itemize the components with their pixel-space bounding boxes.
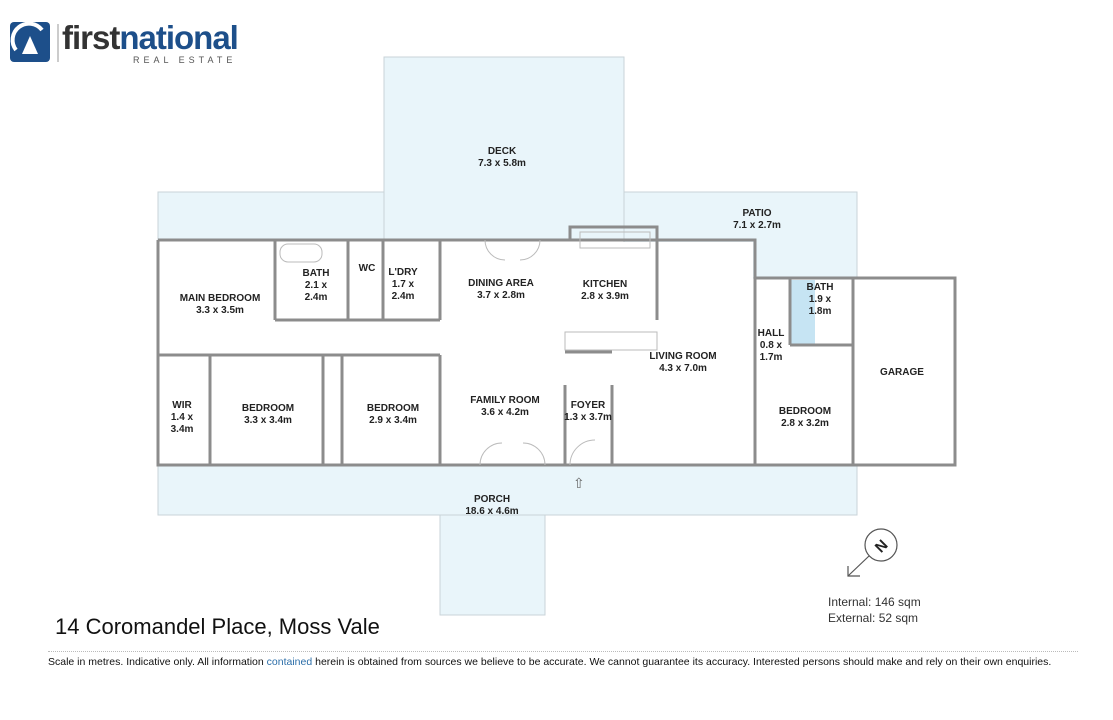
room-label-text: FOYER (570, 400, 606, 411)
room-label-text: L'DRY (388, 267, 418, 278)
disclaimer-text-1: Scale in metres. Indicative only. All in… (48, 656, 267, 668)
room-label-text: 2.4m (391, 291, 415, 302)
first-national-logo-icon (10, 21, 59, 62)
room-label-text: 1.8m (808, 306, 832, 317)
room-label-text: MAIN BEDROOM (179, 293, 261, 304)
brand-national: national (119, 19, 239, 56)
room-label-text: WC (358, 263, 376, 274)
room-label-text: PORCH (473, 494, 511, 505)
room-label-text: 2.8 x 3.2m (781, 418, 829, 429)
room-label-text: 3.6 x 4.2m (481, 407, 529, 418)
brand-first: first (62, 19, 120, 56)
brand-name: firstnational (62, 19, 239, 56)
internal-area: Internal: 146 sqm (828, 595, 921, 609)
room-label-text: BATH (806, 282, 834, 293)
room-label-text: 0.8 x (759, 340, 783, 351)
property-address: 14 Coromandel Place, Moss Vale (55, 614, 380, 639)
room-label-text: 3.4m (170, 424, 194, 435)
brand-tagline: REAL ESTATE (133, 55, 237, 65)
room-label-text: BEDROOM (778, 406, 832, 417)
fixtures (279, 231, 658, 466)
room-label-text: HALL (757, 328, 785, 339)
room-label-text: BEDROOM (366, 403, 420, 414)
external-area: External: 52 sqm (828, 611, 919, 625)
room-label-text: 2.9 x 3.4m (369, 415, 417, 426)
room-label-text: 3.3 x 3.5m (196, 305, 244, 316)
outdoor-areas (157, 56, 858, 616)
area-summary: Internal: 146 sqm External: 52 sqm (828, 594, 921, 626)
rear-verandah (157, 191, 385, 241)
room-label-text: FAMILY ROOM (470, 395, 540, 406)
room-label-text: KITCHEN (582, 279, 628, 290)
room-label-text: 1.3 x 3.7m (564, 412, 612, 423)
disclaimer-text-2: herein is obtained from sources we belie… (312, 656, 1052, 668)
room-label-text: BEDROOM (241, 403, 295, 414)
porch-steps (439, 514, 546, 616)
front-entry-arrow-icon: ⇧ (573, 475, 585, 491)
room-label-text: GARAGE (880, 367, 924, 378)
room-label-wc: WC (359, 263, 376, 275)
room-label-text: 18.6 x 4.6m (465, 506, 519, 517)
room-label-text: 1.7 x (391, 279, 415, 290)
room-label-text: LIVING ROOM (649, 351, 717, 362)
room-label-text: 2.1 x (304, 280, 328, 291)
porch-area (157, 464, 858, 516)
room-label-text: 7.3 x 5.8m (478, 158, 526, 169)
room-label-text: 2.8 x 3.9m (581, 291, 629, 302)
room-label-text: 1.9 x (808, 294, 832, 305)
room-label-text: DECK (487, 146, 517, 157)
room-label-text: 1.4 x (170, 412, 194, 423)
interior-floor (160, 242, 753, 463)
disclaimer-highlight: contained (266, 656, 313, 668)
disclaimer: Scale in metres. Indicative only. All in… (48, 656, 1051, 668)
walls (156, 225, 957, 467)
room-label-text: PATIO (742, 208, 772, 219)
compass-icon (847, 528, 898, 577)
room-label-text: WIR (172, 400, 192, 411)
footer-divider (48, 651, 1078, 652)
room-label-text: 3.7 x 2.8m (477, 290, 525, 301)
compass-letter: N (872, 537, 892, 557)
room-label-text: 2.4m (304, 292, 328, 303)
room-label-text: 4.3 x 7.0m (659, 363, 707, 374)
room-label-text: BATH (302, 268, 330, 279)
deck-area (383, 56, 625, 241)
room-label-text: DINING AREA (468, 278, 534, 289)
room-label-garage: GARAGE (880, 367, 924, 379)
room-label-text: 7.1 x 2.7m (733, 220, 781, 231)
room-label-text: 1.7m (759, 352, 783, 363)
room-label-text: 3.3 x 3.4m (244, 415, 292, 426)
